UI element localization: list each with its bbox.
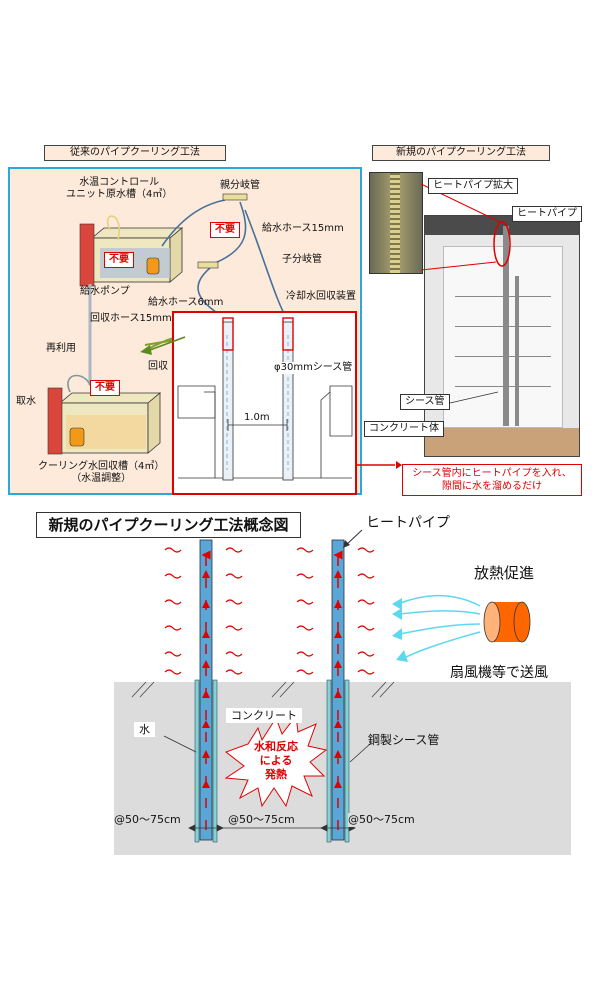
new-method-title: 新規のパイプクーリング工法 [372, 145, 550, 161]
hydration-burst [224, 714, 328, 808]
heatpipe-zoom-photo [369, 172, 423, 274]
upward-heat-arrows [202, 570, 342, 788]
control-unit-tank [79, 223, 184, 287]
reuse-label: 再利用 [46, 343, 76, 354]
method-note: シース管内にヒートパイプを入れ、 隙間に水を溜めるだけ [402, 464, 582, 496]
heatpipe-caption: ヒートパイプ [366, 515, 450, 531]
hydration-heat-label: 水和反応 による 発熱 [254, 740, 298, 781]
conventional-method-title: 従来のパイプクーリング工法 [44, 145, 226, 161]
water-label: 水 [134, 722, 155, 737]
conventional-diagram [47, 193, 402, 495]
sheath-30-label: φ30mmシース管 [274, 362, 353, 374]
return-hose-15-label: 回収ホース15mm [90, 313, 172, 324]
heatpipe-zoom-tag: ヒートパイプ拡大 [428, 178, 518, 194]
concrete-label: コンクリート [226, 708, 302, 723]
unneeded-badge-recovery: 不要 [90, 380, 120, 396]
supply-pump-label: 給水ポンプ [80, 286, 130, 297]
fan-caption: 扇風機等で送風 [450, 665, 548, 681]
unneeded-badge-manifold: 不要 [210, 222, 240, 238]
ground-hatch [131, 681, 395, 698]
unneeded-badge-tank: 不要 [104, 252, 134, 268]
recovery-tank-label: クーリング水回収槽（4㎥） （水温調整） [38, 461, 165, 484]
sub-manifold-label: 子分岐管 [282, 254, 322, 265]
recovery-tank [47, 387, 162, 455]
spacing-mid-label: @50～75cm [228, 813, 295, 827]
supply-hose-15-label: 給水ホース15mm [262, 223, 344, 234]
main-manifold-label: 親分岐管 [220, 180, 260, 191]
manifolds [197, 193, 248, 269]
spacing-right-label: @50～75cm [348, 813, 415, 827]
spacing-left-label: @50～75cm [114, 813, 181, 827]
supply-hose-6-label: 給水ホース6mm [148, 297, 224, 308]
steel-sheath-label: 鋼製シース管 [368, 733, 440, 747]
cooling-recovery-device-label: 冷却水回収装置 [286, 291, 356, 302]
heat-wave-icons [164, 547, 375, 675]
concept-title: 新規のパイプクーリング工法概念図 [36, 512, 301, 538]
intake-label: 取水 [16, 396, 36, 407]
sheath-pipe-tag: シース管 [400, 394, 450, 410]
inset-drawing [177, 321, 353, 481]
heatpipe-tag: ヒートパイプ [512, 206, 582, 222]
concrete-body-tag: コンクリート体 [364, 421, 444, 437]
concrete-form-photo [424, 215, 580, 457]
wind-arrows [392, 594, 481, 662]
heat-release-caption: 放熱促進 [474, 564, 535, 582]
fan-icon [483, 601, 531, 643]
spacing-1m-label: 1.0m [244, 412, 270, 423]
recover-label: 回収 [148, 361, 168, 372]
control-tank-label: 水温コントロール ユニット原水槽（4㎥） [66, 177, 173, 200]
